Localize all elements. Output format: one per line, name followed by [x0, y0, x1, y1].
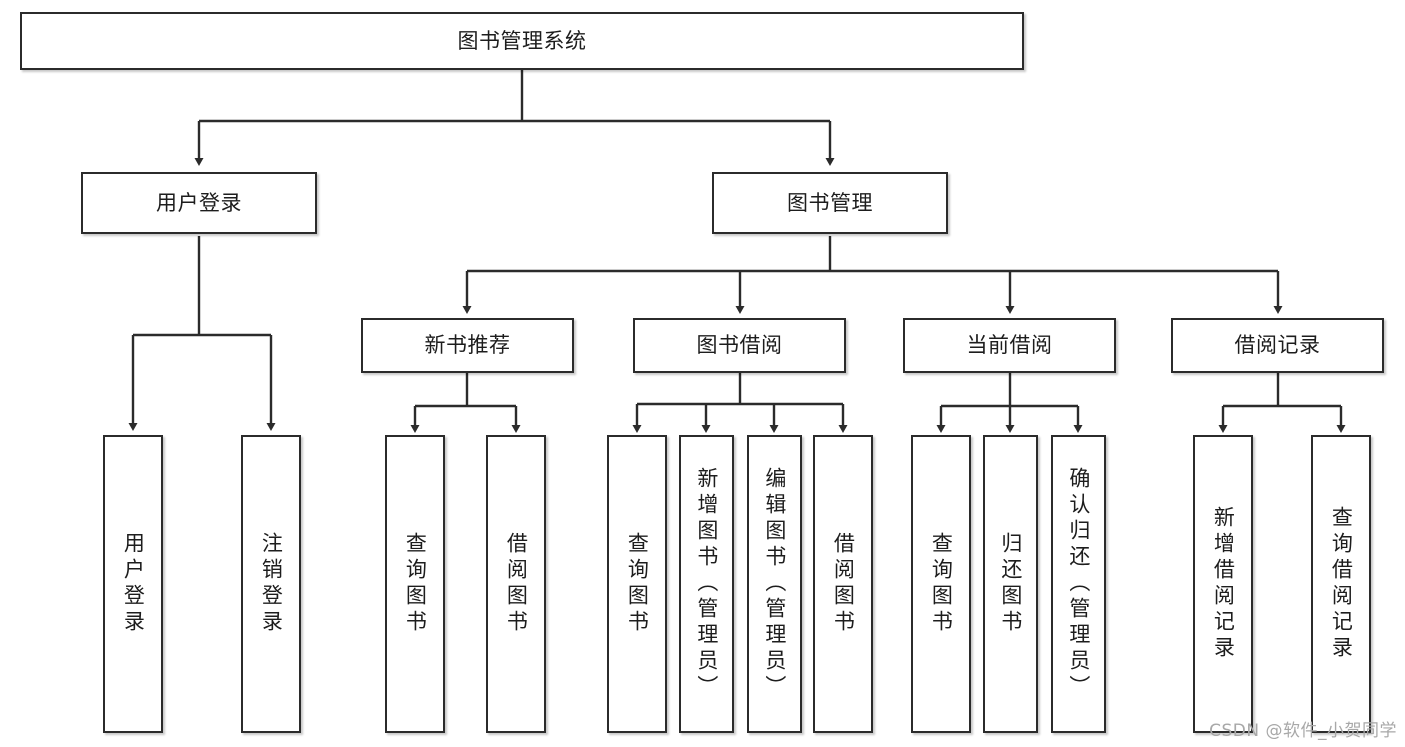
node-leaf-query-book-2-label: 查询图书: [625, 532, 650, 636]
node-user-login-label: 用户登录: [156, 190, 242, 215]
node-leaf-add-book-label: 新增图书（管理员）: [694, 467, 719, 701]
node-leaf-borrow-book-1-label: 借阅图书: [504, 532, 529, 636]
node-leaf-logout-login-label: 注销登录: [259, 532, 284, 636]
node-leaf-query-book-1[interactable]: 查询图书: [385, 435, 445, 733]
node-new-book-recommend-label: 新书推荐: [424, 333, 511, 358]
node-leaf-user-login-label: 用户登录: [121, 532, 146, 636]
node-user-login[interactable]: 用户登录: [81, 172, 317, 234]
node-leaf-add-borrow-record-label: 新增借阅记录: [1211, 506, 1236, 662]
node-book-borrow[interactable]: 图书借阅: [633, 318, 846, 373]
node-leaf-query-book-3-label: 查询图书: [929, 532, 954, 636]
node-leaf-add-book[interactable]: 新增图书（管理员）: [679, 435, 734, 733]
node-leaf-query-book-2[interactable]: 查询图书: [607, 435, 667, 733]
node-leaf-return-book[interactable]: 归还图书: [983, 435, 1038, 733]
node-leaf-query-book-3[interactable]: 查询图书: [911, 435, 971, 733]
node-leaf-borrow-book-2-label: 借阅图书: [831, 532, 856, 636]
node-root[interactable]: 图书管理系统: [20, 12, 1024, 70]
node-leaf-add-borrow-record[interactable]: 新增借阅记录: [1193, 435, 1253, 733]
csdn-watermark: CSDN @软件_小贺同学: [1209, 721, 1397, 741]
node-borrow-record-label: 借阅记录: [1234, 333, 1321, 358]
node-leaf-logout-login[interactable]: 注销登录: [241, 435, 301, 733]
node-book-management[interactable]: 图书管理: [712, 172, 948, 234]
node-leaf-borrow-book-1[interactable]: 借阅图书: [486, 435, 546, 733]
node-leaf-confirm-return[interactable]: 确认归还（管理员）: [1051, 435, 1106, 733]
node-leaf-edit-book-label: 编辑图书（管理员）: [762, 467, 787, 701]
node-book-management-label: 图书管理: [787, 190, 873, 215]
node-leaf-borrow-book-2[interactable]: 借阅图书: [813, 435, 873, 733]
node-leaf-query-book-1-label: 查询图书: [403, 532, 428, 636]
node-current-borrow[interactable]: 当前借阅: [903, 318, 1116, 373]
node-book-borrow-label: 图书借阅: [696, 333, 783, 358]
node-leaf-confirm-return-label: 确认归还（管理员）: [1066, 467, 1091, 701]
node-leaf-edit-book[interactable]: 编辑图书（管理员）: [747, 435, 802, 733]
node-current-borrow-label: 当前借阅: [966, 333, 1053, 358]
node-leaf-return-book-label: 归还图书: [998, 532, 1023, 636]
node-new-book-recommend[interactable]: 新书推荐: [361, 318, 574, 373]
node-leaf-query-borrow-record-label: 查询借阅记录: [1329, 506, 1354, 662]
node-root-label: 图书管理系统: [457, 28, 587, 53]
node-leaf-user-login[interactable]: 用户登录: [103, 435, 163, 733]
node-borrow-record[interactable]: 借阅记录: [1171, 318, 1384, 373]
node-leaf-query-borrow-record[interactable]: 查询借阅记录: [1311, 435, 1371, 733]
